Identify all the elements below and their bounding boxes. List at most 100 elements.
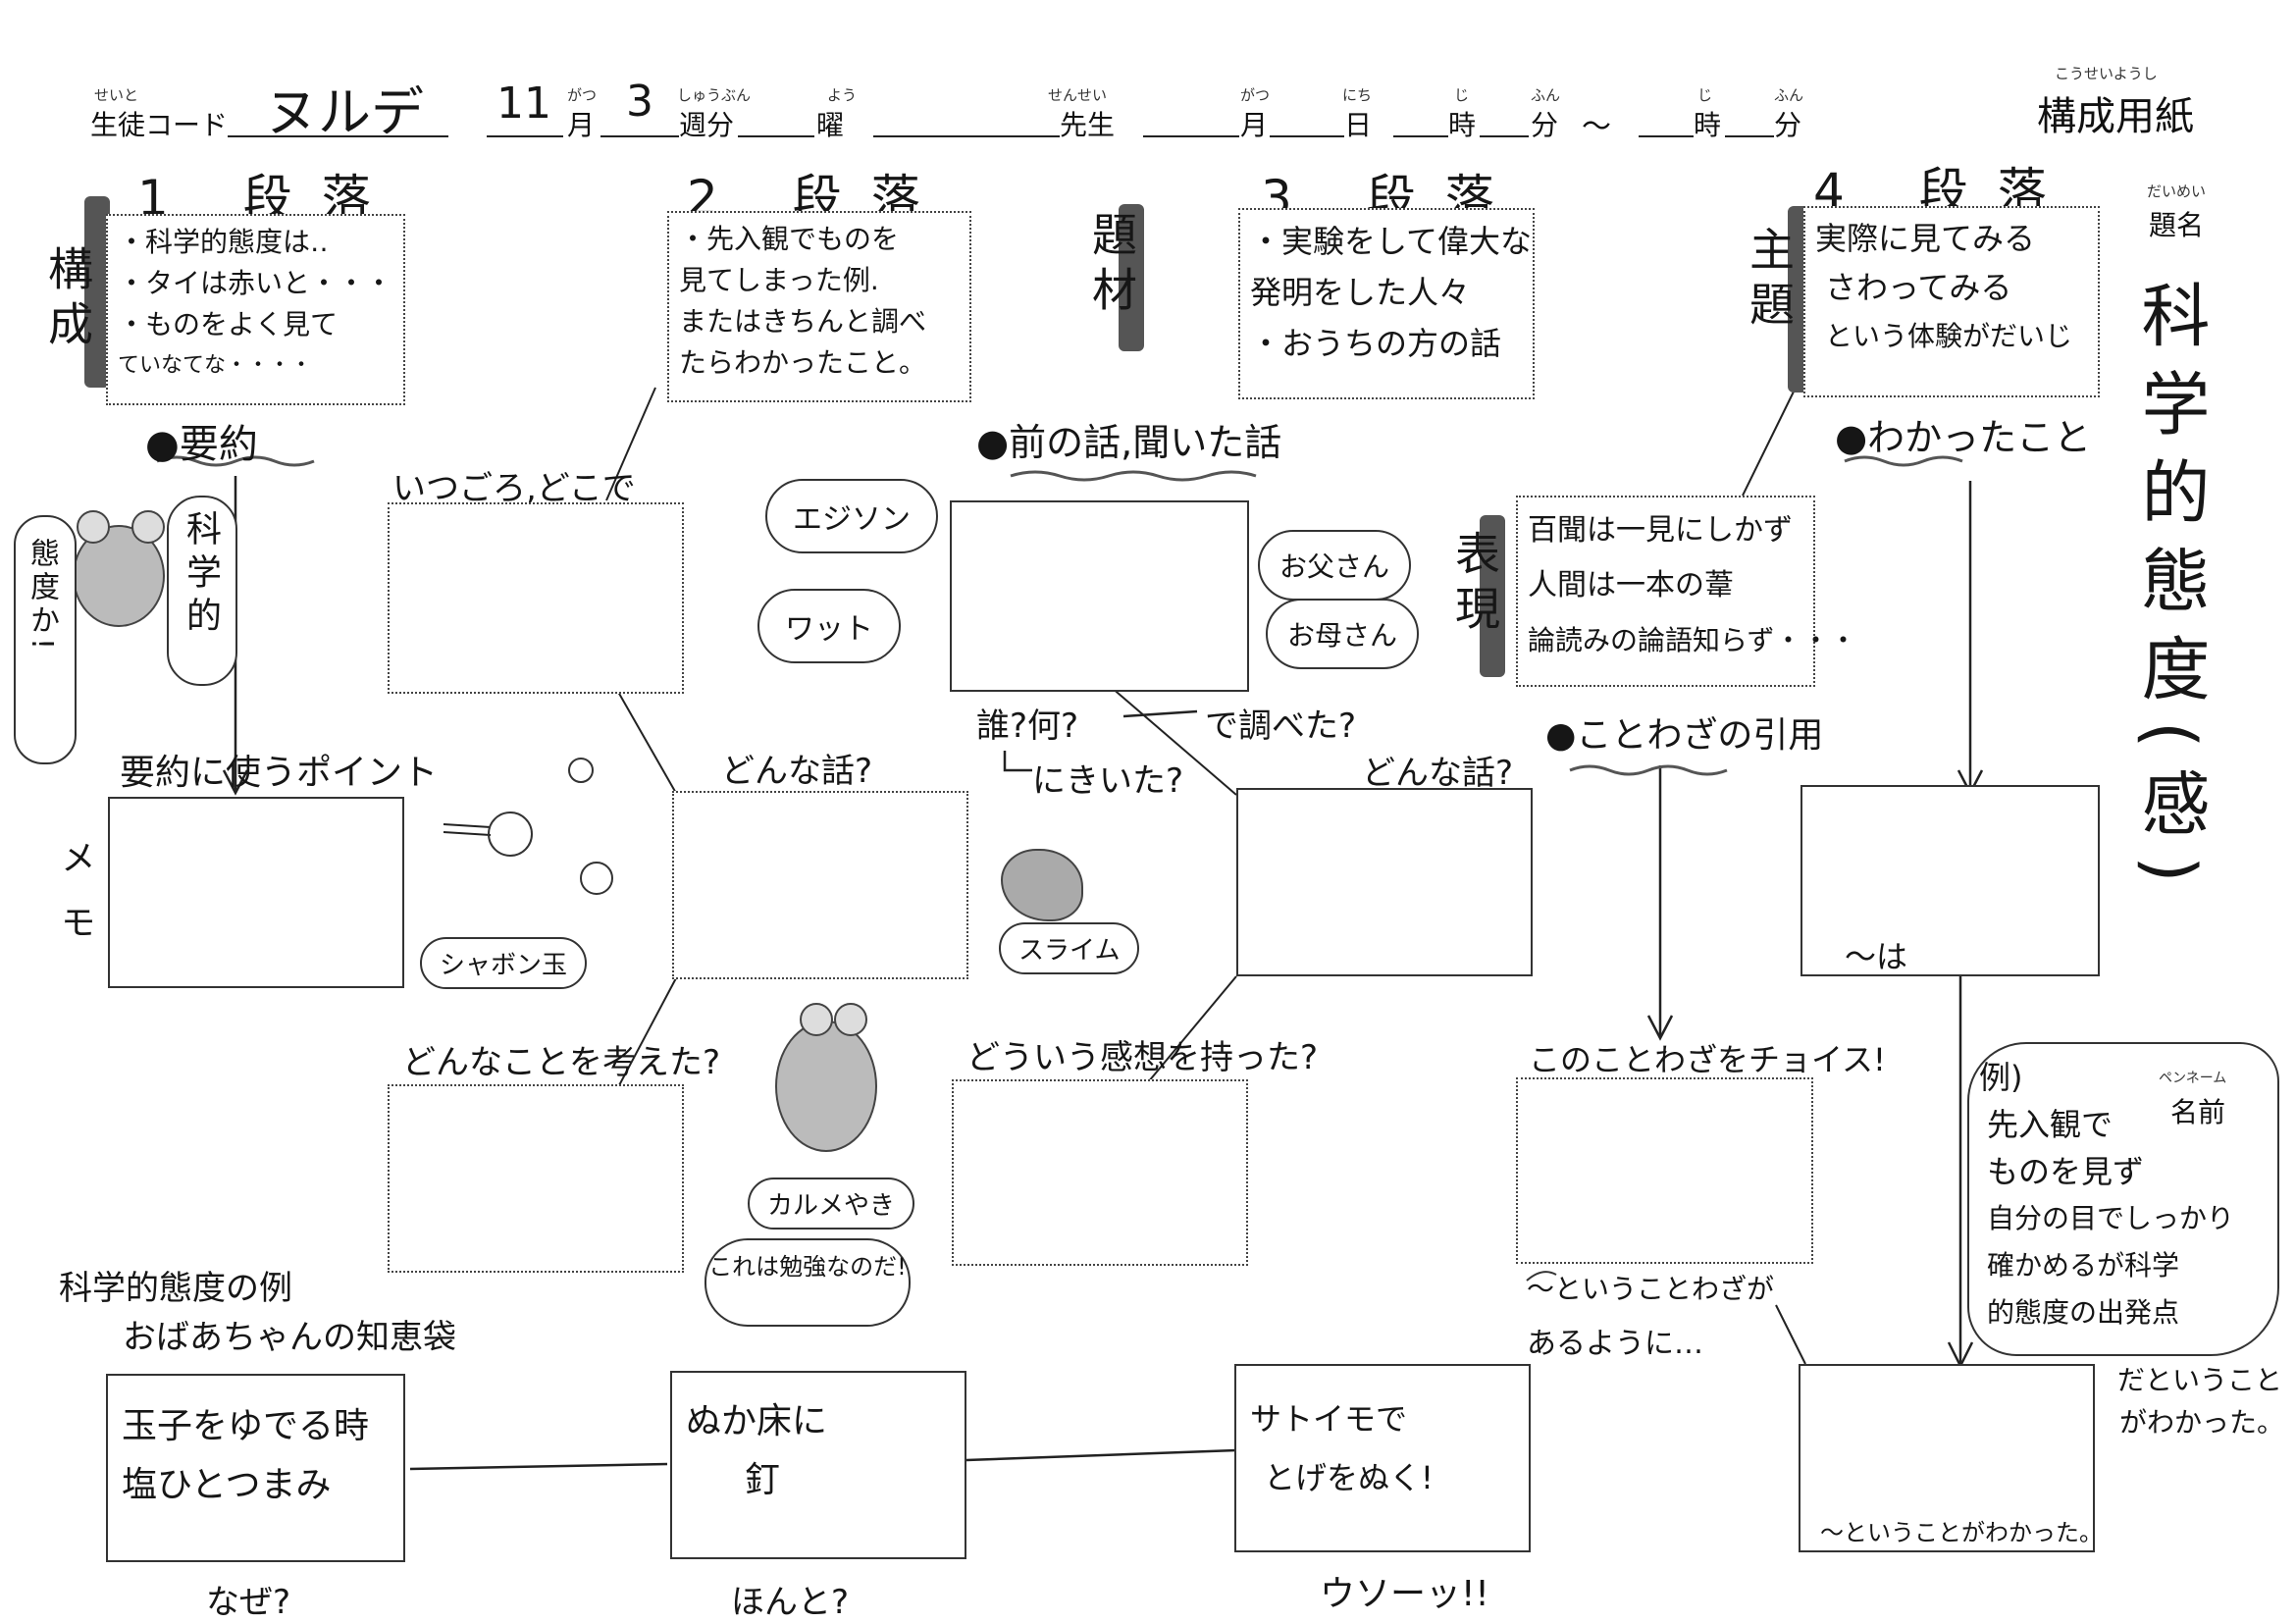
date-day-line <box>1270 108 1344 137</box>
who-what-label: 誰?何? <box>976 707 1079 746</box>
date-day-label: 日 <box>1344 109 1373 141</box>
paragraph-3-note: 発明をした人々 <box>1250 274 1471 311</box>
paragraph-3-note: ・実験をして偉大な <box>1250 223 1533 260</box>
date-month-label: 月 <box>1240 109 1269 141</box>
minute2-label: 分 <box>1774 109 1802 141</box>
slime-bubble: スライム <box>999 922 1140 974</box>
karume-bubble: カルメやき <box>748 1178 915 1230</box>
student-code-value[interactable]: ヌルデ <box>265 81 424 143</box>
proverb-label: ●ことわざの引用 <box>1545 715 1824 756</box>
investigated-label: で調べた? <box>1205 707 1357 746</box>
minute-label: 分 <box>1531 109 1559 141</box>
paragraph-3-note: ・おうちの方の話 <box>1250 325 1502 362</box>
father-text: お父さん <box>1279 550 1390 583</box>
egg-note: 玉子をゆでる時 <box>122 1406 370 1446</box>
karume-bubble-text: カルメやき <box>767 1191 896 1221</box>
tilde: ～ <box>1582 110 1611 144</box>
date-month-line <box>1143 108 1239 137</box>
memo-box[interactable] <box>108 797 404 988</box>
expression-notes-box[interactable]: 百聞は一見にしかず 人間は一本の葦 論読みの論語知らず・・・ <box>1516 496 1857 687</box>
soap-bubble-text: シャボン玉 <box>440 951 568 980</box>
frog-eye <box>131 510 165 544</box>
title-ruby: だいめい <box>2147 183 2207 200</box>
example-note: 自分の目でしっかり <box>1987 1202 2235 1234</box>
mother-text: お母さん <box>1287 619 1398 652</box>
taro-box[interactable]: サトイモで とげをぬく! <box>1234 1364 1531 1552</box>
paragraph-1-notes-box[interactable]: ・科学的態度は‥ ・タイは赤いと・・・ ・ものをよく見て ていなてな・・・・ <box>106 214 405 405</box>
col3-story-box[interactable] <box>1236 788 1533 976</box>
proverb-choice-box[interactable] <box>1516 1077 1813 1264</box>
father-bubble: お父さん <box>1258 530 1412 601</box>
expression-side-marker <box>1480 515 1505 677</box>
teacher-line <box>873 108 1060 137</box>
minute2-line <box>1725 108 1774 137</box>
soap-bubble-label: シャボン玉 <box>420 937 588 989</box>
edison-text: エジソン <box>793 502 911 537</box>
weekday-ruby: よう <box>827 86 858 104</box>
week-value[interactable]: 3 <box>626 77 653 127</box>
heard-ask-label: にきいた? <box>1032 761 1184 801</box>
when-where-label: いつごろ,どこで <box>392 469 636 508</box>
example-label-1: 科学的態度の例 <box>59 1269 292 1308</box>
example-note: ものを見ず <box>1987 1153 2145 1190</box>
thought-box[interactable] <box>388 1084 684 1273</box>
paragraph-1-side-marker <box>84 196 110 388</box>
paragraph-3-side-label: 題材 <box>1085 211 1138 321</box>
paragraph-2-note: ・先入観でものを <box>679 223 900 255</box>
mother-bubble: お母さん <box>1266 599 1420 669</box>
memo-label: メモ <box>55 839 95 969</box>
paragraph-2-notes-box[interactable]: ・先入観でものを 見てしまった例. またはきちんと調べ たらわかったこと。 <box>667 211 971 402</box>
paragraph-2-note: 見てしまった例. <box>679 264 879 296</box>
example-tail-1: だということ <box>2117 1364 2283 1396</box>
frog-eye <box>800 1003 833 1036</box>
paragraph-2-note: たらわかったこと。 <box>679 346 927 379</box>
paragraph-4-note: 実際に見てみる <box>1815 220 2036 257</box>
frog-eye <box>77 510 110 544</box>
proverb-tail-1: 〜ということわざが <box>1527 1273 1775 1305</box>
frog-eye <box>834 1003 867 1036</box>
egg-note: 塩ひとつまみ <box>122 1465 332 1505</box>
paragraph-1-note: ・タイは赤いと・・・ <box>118 267 393 299</box>
conclusion-box[interactable] <box>1799 1364 2095 1552</box>
teacher-label: 先生 <box>1060 109 1116 141</box>
frog-illustration-2 <box>775 1021 877 1152</box>
example-note: 先入観で <box>1987 1106 2113 1143</box>
learned-tail: 〜ということがわかった。 <box>1820 1519 2103 1546</box>
pen-name-label: 名前 <box>2170 1096 2226 1128</box>
title-label: 題名 <box>2149 209 2205 241</box>
weekday-label: 曜 <box>816 109 845 141</box>
paragraph-4-note: さわってみる <box>1825 269 2012 306</box>
nail-note: ぬか床に <box>686 1401 828 1441</box>
hour2-line <box>1639 108 1694 137</box>
student-code-label: 生徒コード <box>90 109 229 141</box>
month-value[interactable]: 11 <box>496 79 551 129</box>
egg-box[interactable]: 玉子をゆでる時 塩ひとつまみ <box>106 1374 405 1562</box>
teacher-ruby: せんせい <box>1048 86 1108 104</box>
minute-line <box>1480 108 1529 137</box>
nail-box[interactable]: ぬか床に 釘 <box>670 1371 966 1559</box>
example-tail-2: がわかった。 <box>2119 1406 2285 1439</box>
example-label-2: おばあちゃんの知恵袋 <box>123 1318 456 1357</box>
paragraph-4-notes-box[interactable]: 実際に見てみる さわってみる という体験がだいじ <box>1803 206 2100 397</box>
student-code-line <box>228 108 448 137</box>
paragraph-3-notes-box[interactable]: ・実験をして偉大な 発明をした人々 ・おうちの方の話 <box>1238 208 1535 399</box>
proverb-tail-2: あるように… <box>1527 1327 1703 1361</box>
title-text[interactable]: 科学的態度(感) <box>2130 280 2211 903</box>
points-label: 要約に使うポイント <box>120 753 439 793</box>
sheet-title: 構成用紙 <box>2037 94 2194 139</box>
heard-box[interactable] <box>950 500 1249 692</box>
hour-ruby: じ <box>1454 86 1470 104</box>
example-note: 的態度の出発点 <box>1987 1296 2180 1329</box>
hour2-label: 時 <box>1694 109 1722 141</box>
impression-box[interactable] <box>952 1079 1248 1266</box>
when-where-box[interactable] <box>388 502 684 694</box>
student-code-ruby: せいと <box>94 86 139 104</box>
header: せいと 生徒コード ヌルデ 11 がつ 月 3 しゅうぶん 週分 よう 曜 せん… <box>0 0 2296 147</box>
taro-note: とげをぬく! <box>1264 1459 1434 1496</box>
expression-note: 論読みの論語知らず・・・ <box>1528 624 1857 656</box>
col2-story-box[interactable] <box>672 791 968 979</box>
learned-box[interactable] <box>1800 785 2100 976</box>
summary-label: ●要約 <box>145 422 258 467</box>
month-label: 月 <box>567 109 596 141</box>
